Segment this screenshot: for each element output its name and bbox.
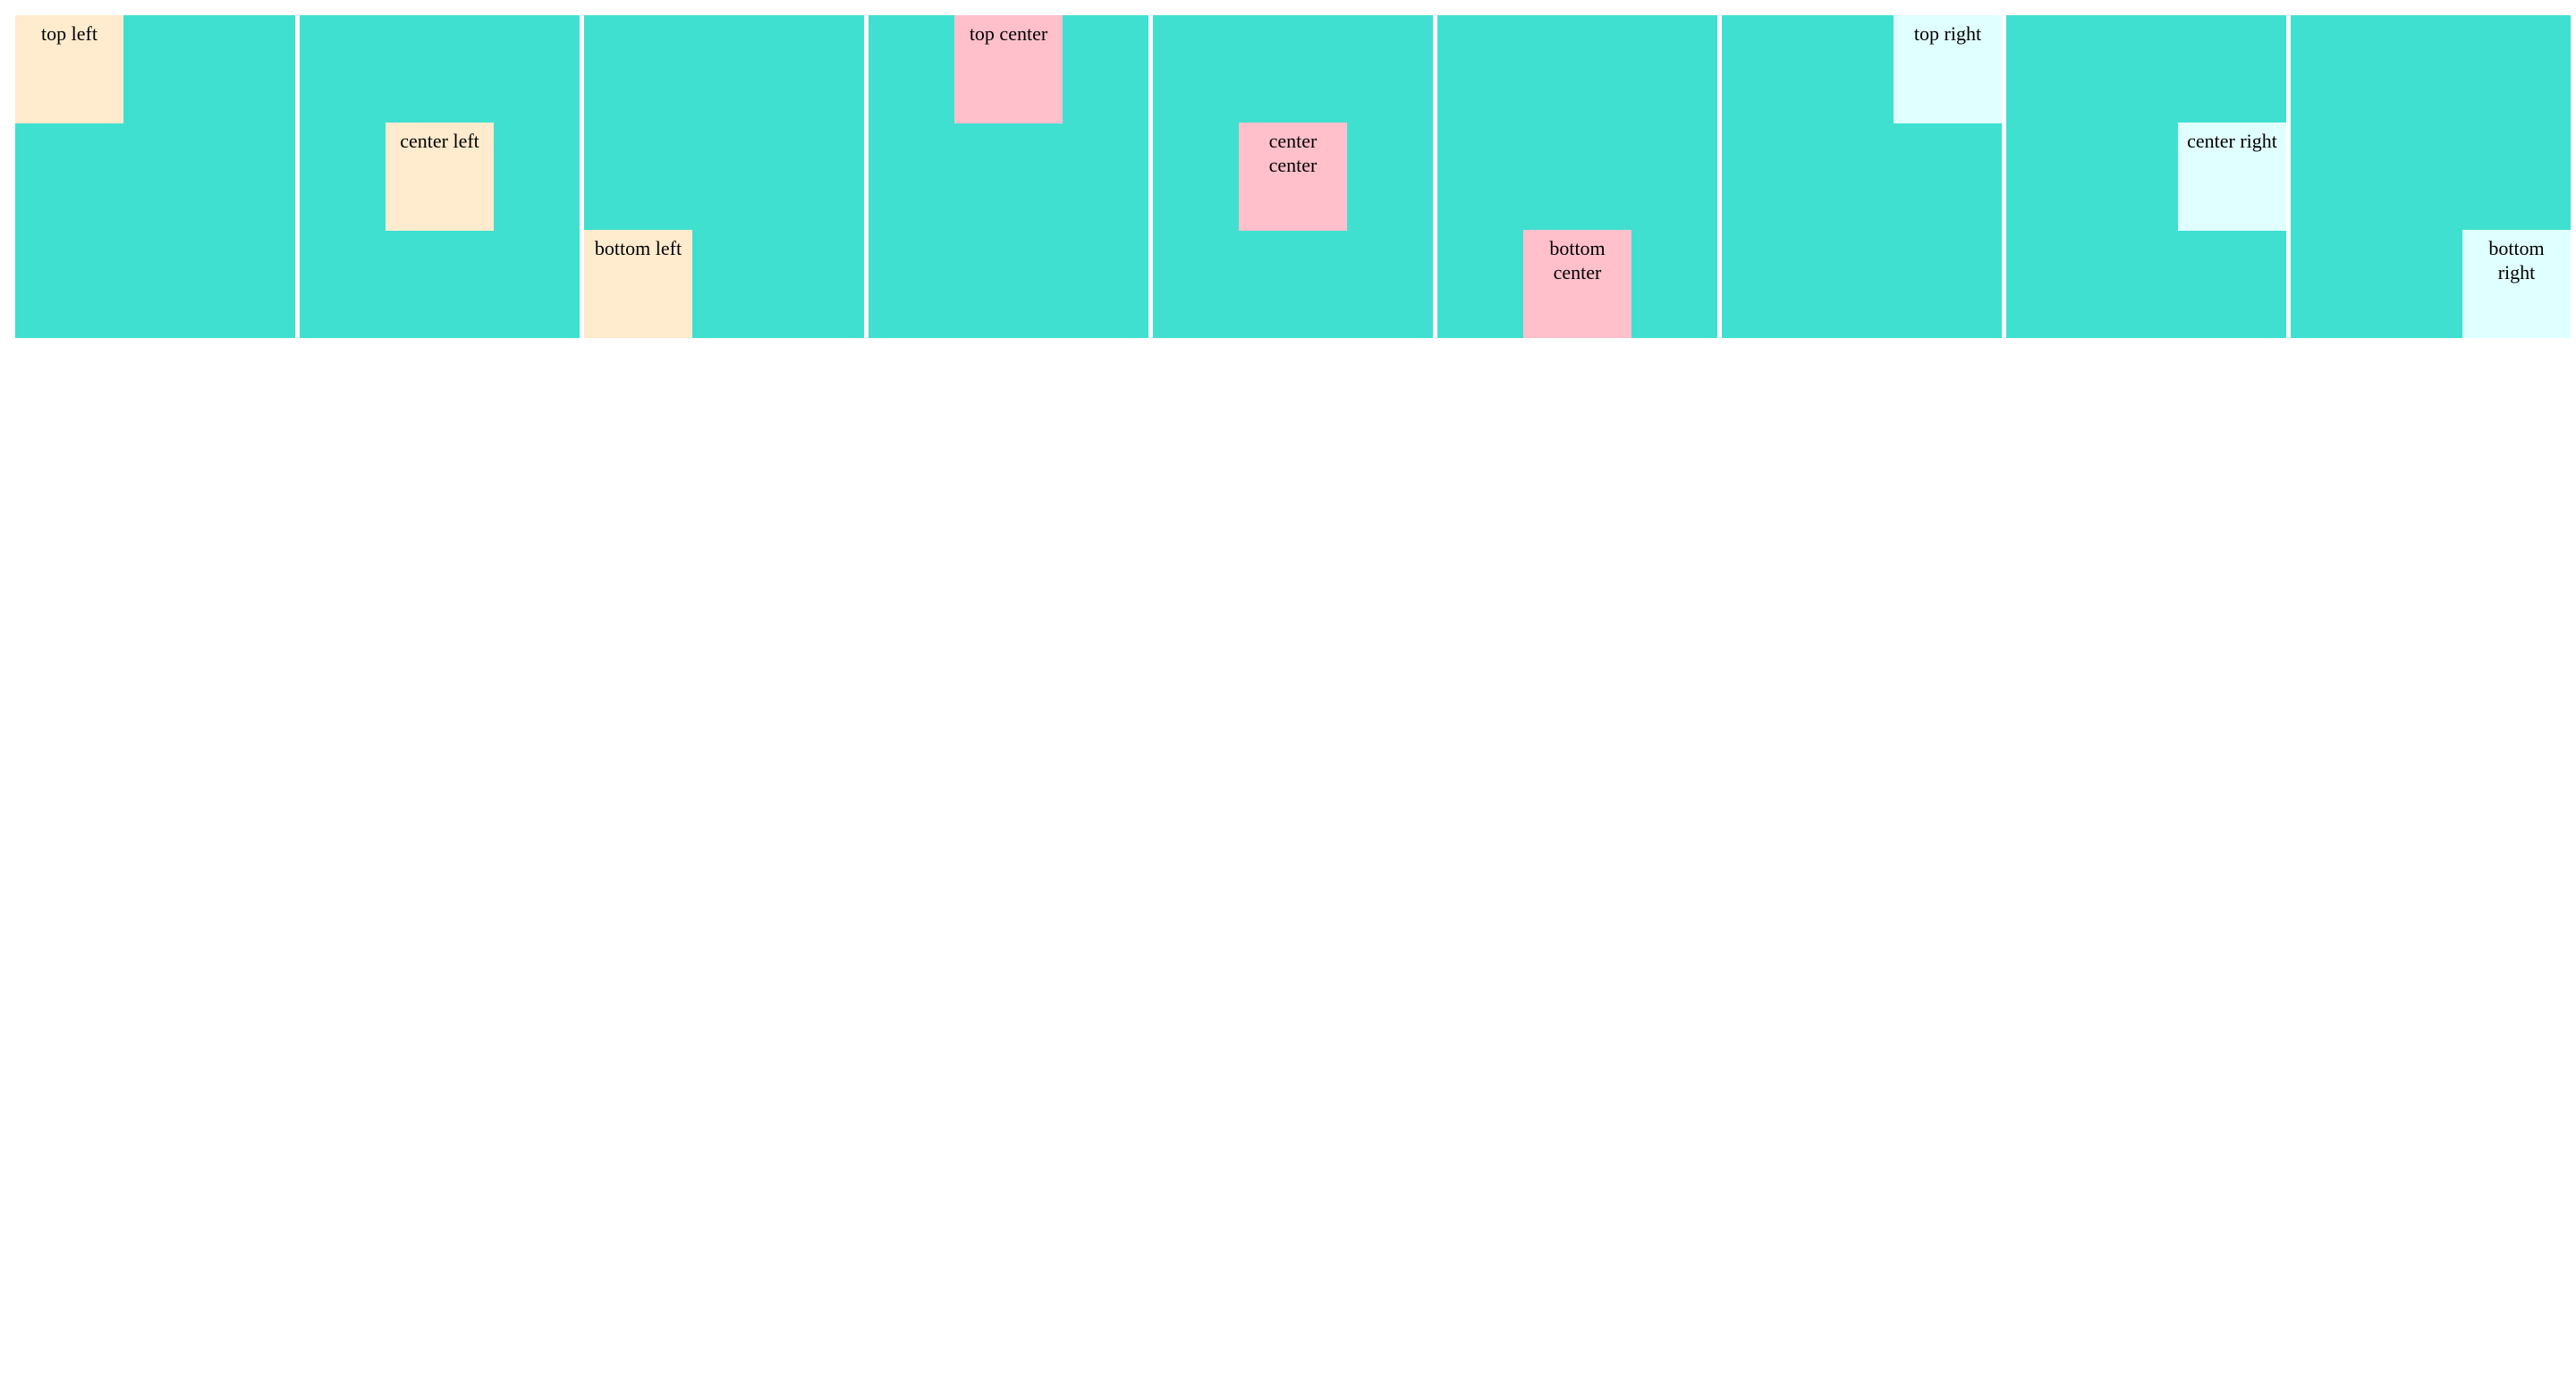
alignment-box-label: center right: [2187, 130, 2277, 152]
alignment-cell-bottom-left: bottom left: [584, 15, 864, 338]
alignment-box-label: bottom right: [2488, 237, 2545, 284]
alignment-box-label: top right: [1913, 22, 1982, 45]
alignment-cell-center-right: center right: [2006, 15, 2286, 338]
alignment-cell-top-right: top right: [1722, 15, 2002, 338]
alignment-box-top-center: top center: [954, 15, 1063, 123]
alignment-box-top-left: top left: [15, 15, 123, 123]
alignment-box-center-left: center left: [386, 123, 494, 231]
alignment-box-label: top left: [41, 22, 97, 45]
alignment-box-bottom-left: bottom left: [584, 230, 692, 338]
alignment-box-bottom-right: bottom right: [2462, 230, 2571, 338]
alignment-cell-bottom-center: bottom center: [1437, 15, 1717, 338]
alignment-box-label: center center: [1268, 130, 1318, 176]
alignment-cell-center-left: center left: [300, 15, 580, 338]
alignment-cell-bottom-right: bottom right: [2291, 15, 2571, 338]
alignment-box-bottom-center: bottom center: [1523, 230, 1631, 338]
alignment-cell-center-center: center center: [1153, 15, 1433, 338]
alignment-box-label: top center: [969, 22, 1048, 45]
alignment-box-top-right: top right: [1894, 15, 2002, 123]
alignment-box-label: bottom center: [1549, 237, 1606, 284]
alignment-box-center-center: center center: [1239, 123, 1347, 231]
alignment-box-label: center left: [400, 130, 479, 152]
alignment-cell-top-left: top left: [15, 15, 295, 338]
alignment-box-center-right: center right: [2178, 123, 2286, 231]
alignment-grid: top left center left bottom left top cen…: [15, 15, 2571, 338]
alignment-cell-top-center: top center: [869, 15, 1148, 338]
alignment-box-label: bottom left: [594, 237, 682, 259]
